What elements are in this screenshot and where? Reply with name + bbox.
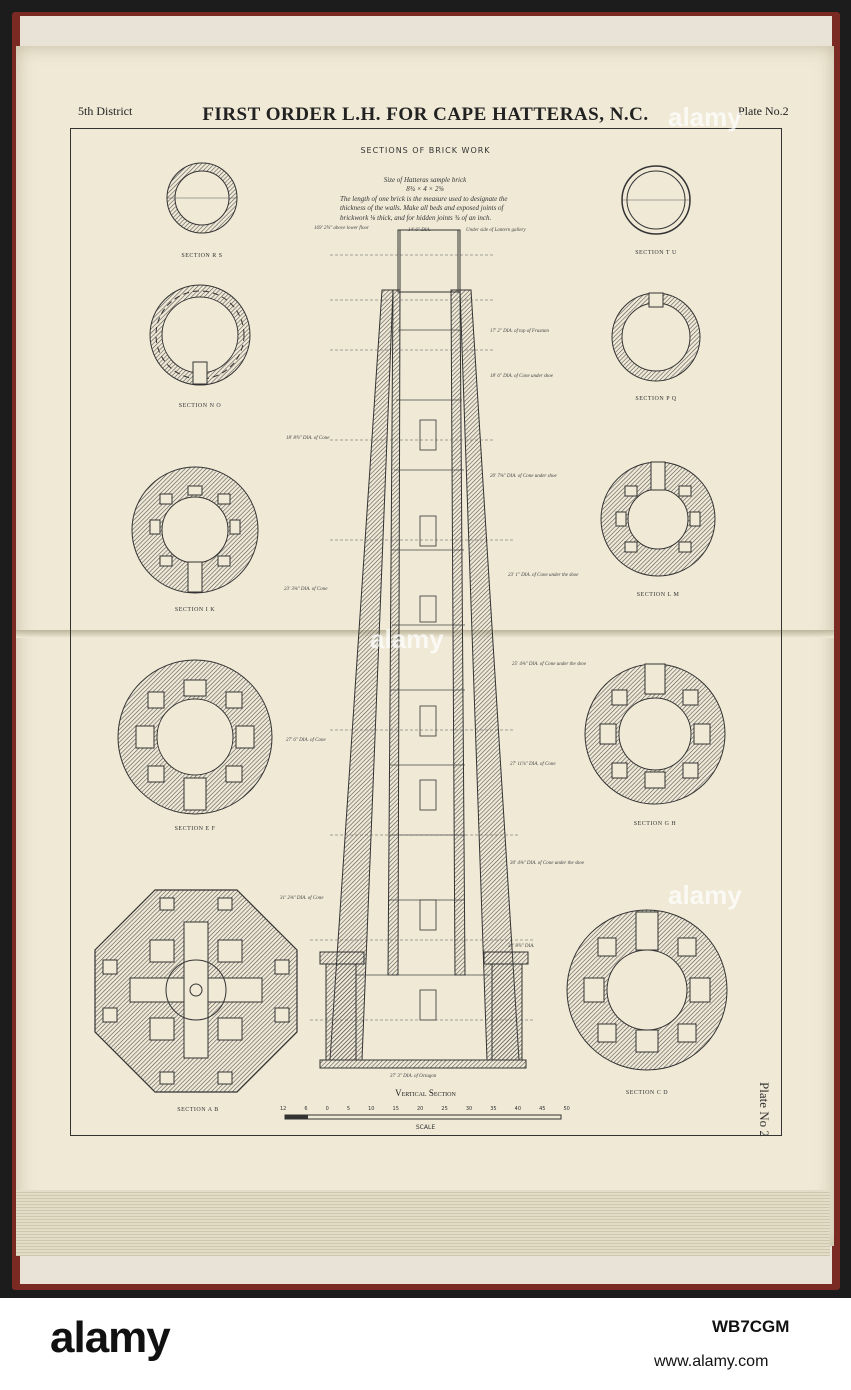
watermark-text: alamy [668, 880, 742, 910]
section-ef-label: SECTION E F [174, 826, 216, 832]
annotation: 37' 3" DIA. of Octagon [390, 1074, 437, 1079]
scale-ticks: 12 6 0 5 10 15 20 25 30 35 40 45 50 [280, 1106, 570, 1112]
section-tu-drawing [621, 165, 691, 235]
scale-tick: 10 [368, 1106, 375, 1112]
section-rs-label: SECTION R S [181, 253, 223, 259]
watermark-url: www.alamy.com [654, 1353, 769, 1370]
brick-note-body: The length of one brick is the measure u… [340, 194, 508, 222]
scale-tick: 0 [325, 1106, 329, 1112]
watermark-logo: alamy [50, 1313, 171, 1362]
plate-number: Plate No.2 [738, 104, 789, 118]
section-gh-drawing [584, 663, 726, 805]
drawing-frame [70, 128, 782, 1136]
annotation: 20' 7⅝" DIA. of Cone under shoe [490, 474, 557, 479]
annotation: 169' 2¾" above lower floor [314, 226, 369, 231]
scale-tick: 6 [304, 1106, 308, 1112]
scale-tick: 40 [514, 1106, 522, 1112]
annotation: 18' 6" DIA. of Cone under shoe [490, 374, 554, 379]
annotation: 17' 2" DIA. of top of Frustum [490, 329, 549, 334]
annotation: 27' 11⅞" DIA. of Cone [510, 762, 556, 767]
district-label: 5th District [78, 104, 133, 118]
section-ef-drawing [117, 659, 273, 815]
annotation: 31' 2⅜" DIA. of Cone [280, 896, 324, 901]
section-ik-drawing [131, 466, 259, 594]
scale-tick: 12 [280, 1106, 287, 1112]
section-ab-label: SECTION A B [177, 1107, 219, 1113]
scale-tick: 20 [416, 1106, 424, 1112]
annotation: 27' 6" DIA. of Cone [286, 738, 326, 743]
scale-tick: 15 [392, 1106, 399, 1112]
watermark-footer [0, 1298, 851, 1390]
side-plate-number: Plate No 2 [757, 1082, 772, 1137]
section-cd-drawing [566, 909, 728, 1071]
section-ab-drawing [94, 889, 298, 1093]
section-ik-label: SECTION I K [174, 607, 216, 613]
annotation: 23' 3⅝" DIA. of Cone [284, 587, 328, 592]
annotation: Under side of Lantern gallery [466, 228, 526, 233]
section-tu-label: SECTION T U [635, 250, 677, 256]
watermark-text: alamy [370, 624, 444, 654]
scale-tick: 5 [346, 1106, 351, 1112]
section-lm-label: SECTION L M [636, 592, 680, 598]
section-cd-label: SECTION C D [625, 1090, 669, 1096]
section-no-label: SECTION N O [178, 403, 222, 409]
section-pq-label: SECTION P Q [635, 396, 677, 402]
scale-label: SCALE [415, 1124, 436, 1131]
section-gh-label: SECTION G H [633, 821, 677, 827]
scale-tick: 30 [465, 1106, 473, 1112]
section-pq-drawing [611, 292, 701, 382]
annotation: 23' 1" DIA. of Cone under the shoe [508, 573, 579, 578]
scale-tick: 45 [539, 1106, 546, 1112]
page-edges [16, 1190, 830, 1256]
plate-title: FIRST ORDER L.H. FOR CAPE HATTERAS, N.C. [202, 104, 649, 125]
vertical-section-label: Vertical Section [395, 1088, 456, 1098]
annotation: 14' 6" DIA. [408, 228, 431, 233]
scale-tick: 25 [441, 1106, 448, 1112]
annotation: 18' 8¾" DIA. of Cone [286, 436, 330, 441]
scale-tick: 35 [490, 1106, 497, 1112]
brick-note-line1: Size of Hatteras sample brick [383, 176, 467, 184]
brick-note-line2: 8¾ × 4 × 2⅝ [406, 185, 444, 194]
sections-subtitle: SECTIONS OF BRICK WORK [360, 146, 491, 155]
annotation: 25' 4⅜" DIA. of Cone under the shoe [512, 662, 587, 667]
section-lm-drawing [600, 461, 716, 577]
page-fold [16, 630, 834, 638]
vertical-section-drawing [310, 229, 535, 1069]
scale-bar [284, 1114, 562, 1120]
watermark-text: alamy [668, 102, 742, 132]
brick-note: Size of Hatteras sample brick 8¾ × 4 × 2… [340, 176, 510, 223]
annotation: 30' 4⅜" DIA. of Cone under the shoe [510, 861, 585, 866]
scale-tick: 50 [563, 1106, 570, 1112]
annotation: 33' 8¾" DIA. [508, 944, 535, 949]
section-rs-drawing [166, 162, 238, 234]
watermark-image-id: WB7CGM [712, 1317, 790, 1336]
section-no-drawing [149, 284, 251, 386]
